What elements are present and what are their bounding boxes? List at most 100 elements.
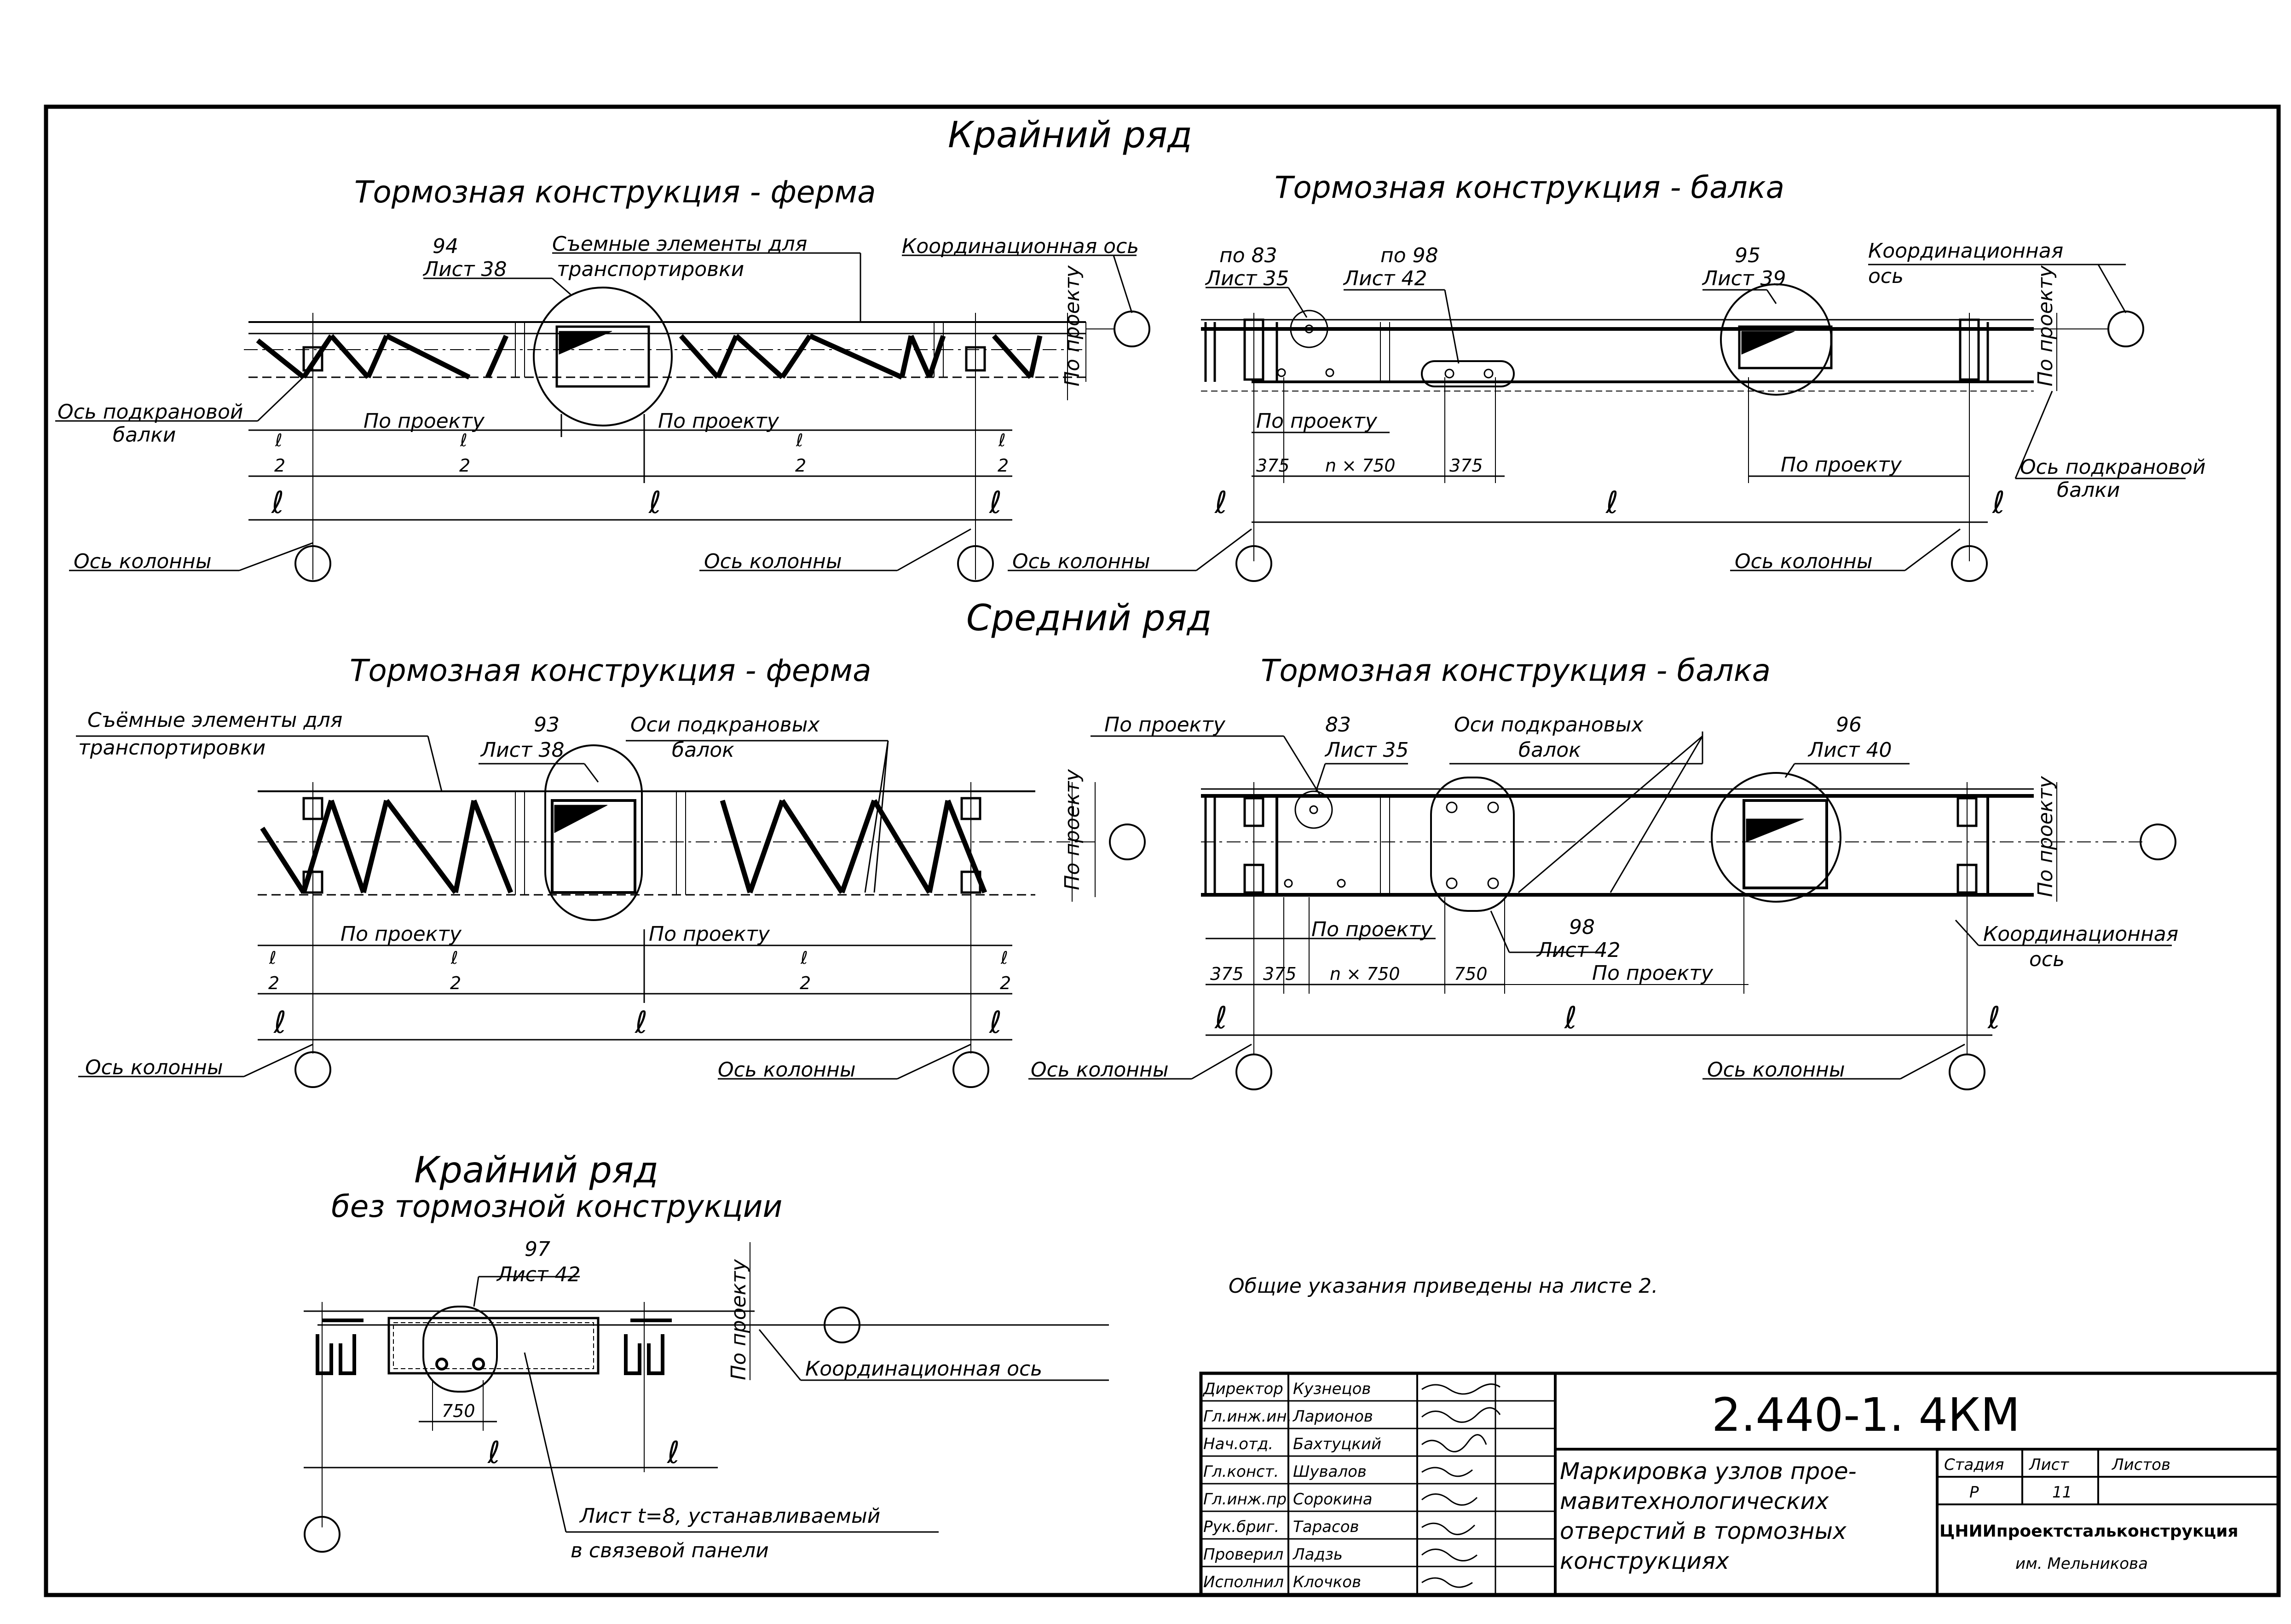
outer-beam-ref3: 95 [1735,244,1760,267]
middle-beam-crane-axes: Оси подкрановых [1454,713,1644,737]
tb-role-0: Директор [1202,1380,1283,1398]
middle-truss-crane-axes2: балок [672,738,734,762]
outer-beam-crane-axis: Ось подкрановой [2020,455,2205,479]
outer-beam-ref1-sheet: Лист 35 [1205,267,1289,290]
outer-truss-node-sheet: Лист 38 [422,258,507,281]
tb-name-3: Шувалов [1293,1463,1367,1481]
outer-beam-ref3-sheet: Лист 39 [1702,267,1786,290]
tb-name-5: Тарасов [1293,1518,1359,1536]
middle-truss-col-axis-1: Ось колонны [85,1056,223,1079]
outer-beam-col-axis-2: Ось колонны [1735,550,1873,573]
outer-beam-diagram: Тормозная конструкция - балка [1008,170,2186,582]
outer-beam-n750: n × 750 [1325,455,1396,476]
middle-beam-d375-1: 375 [1210,964,1244,984]
middle-truss-diagram: Тормозная конструкция - ферма [76,653,1146,1088]
middle-truss-half-den-2: 2 [450,973,461,993]
outer-truss-removable2: транспортировки [557,258,744,281]
middle-truss-by-project-2: По проекту [649,922,770,946]
middle-beam-by-project-vert: По проекту [2034,776,2057,897]
outer-beam-ref2: по 98 [1380,244,1438,267]
outer-truss-diagram: Тормозная конструкция - ферма [55,174,1150,582]
general-note: Общие указания приведены на листе 2. [1229,1274,1658,1298]
middle-truss-title: Тормозная конструкция - ферма [350,653,871,688]
tb-name-7: Клочков [1293,1573,1361,1591]
middle-beam-col-axis-2: Ось колонны [1707,1058,1845,1082]
middle-truss-half-l-1: ℓ [269,948,277,968]
middle-truss-node-ref: 93 [534,713,560,737]
outer-row-title: Крайний ряд [948,115,1192,156]
tb-title-3: отверстий в тормозных [1560,1518,1847,1544]
outer-truss-half-l-2: ℓ [460,430,467,450]
middle-beam-l-1: ℓ [1214,1000,1227,1036]
middle-truss-removable2: транспортировки [78,736,265,760]
outer-truss-crane-axis2: балки [113,423,176,447]
middle-beam-l-2: ℓ [1564,1000,1577,1036]
sheet-frame [44,104,2281,1597]
tb-name-1: Ларионов [1292,1407,1373,1426]
middle-beam-crane-axes2: балок [1518,738,1581,762]
tb-role-2: Нач.отд. [1203,1435,1273,1453]
outer-truss-half-den-4: 2 [998,455,1009,476]
outer-truss-l-1: ℓ [271,485,284,520]
outer-truss-half-den-1: 2 [274,455,285,476]
tb-stage-label: Стадия [1944,1456,2004,1474]
tb-doc-code: 2.440-1. 4КМ [1712,1388,2020,1442]
tb-sheets-label: Листов [2111,1456,2170,1474]
middle-beam-coord-axis2: ось [2029,948,2065,971]
middle-beam-d375-2: 375 [1263,964,1297,984]
outer-truss-coord-axis: Координационная ось [902,235,1139,258]
middle-truss-by-project-1: По проекту [340,922,462,946]
no-brake-plate-note2: в связевой панели [571,1539,769,1562]
middle-beam-diagram: Тормозная конструкция - балка [1028,653,2176,1090]
no-brake-dim750: 750 [442,1401,475,1421]
outer-beam-d375-2: 375 [1449,455,1483,476]
middle-truss-half-den-1: 2 [268,973,279,993]
outer-beam-ref1: по 83 [1219,244,1277,267]
outer-beam-title: Тормозная конструкция - балка [1275,170,1784,205]
middle-truss-half-den-4: 2 [1000,973,1011,993]
middle-beam-ref1: 83 [1325,713,1351,737]
tb-role-3: Гл.конст. [1203,1463,1279,1481]
outer-beam-col-axis-1: Ось колонны [1012,550,1150,573]
tb-stage-value: Р [1969,1483,1979,1502]
outer-truss-col-axis-1: Ось колонны [74,550,212,573]
outer-beam-by-project-vert: По проекту [2034,265,2057,386]
outer-truss-by-project-vert: По проекту [1061,265,1084,386]
middle-truss-half-l-4: ℓ [1000,948,1008,968]
outer-beam-coord-axis2: ось [1868,265,1904,288]
tb-role-6: Проверил [1203,1545,1283,1564]
middle-truss-l-3: ℓ [989,1005,1002,1040]
middle-beam-ref3-sheet: Лист 42 [1536,939,1620,962]
tb-org-2: им. Мельникова [2015,1555,2148,1573]
outer-truss-half-l-3: ℓ [796,430,803,450]
middle-truss-half-l-3: ℓ [800,948,808,968]
middle-row-title: Средний ряд [966,598,1212,639]
tb-role-1: Гл.инж.ин. [1203,1407,1292,1426]
middle-beam-ref2: 96 [1836,713,1862,737]
middle-beam-col-axis-1: Ось колонны [1031,1058,1169,1082]
outer-truss-half-den-3: 2 [795,455,806,476]
middle-beam-by-project-2: По проекту [1311,918,1433,941]
outer-beam-crane-axis2: балки [2057,478,2120,502]
middle-beam-d750: 750 [1454,964,1488,984]
middle-truss-l-1: ℓ [273,1005,286,1040]
middle-beam-by-project-3: По проекту [1592,962,1714,985]
title-block-roles: Директор Гл.инж.ин. Нач.отд. Гл.конст. Г… [1202,1380,1381,1591]
middle-beam-by-project-1: По проекту [1104,713,1226,737]
middle-truss-node-sheet: Лист 38 [480,738,564,762]
middle-beam-title: Тормозная конструкция - балка [1261,653,1771,688]
title-block [1199,1371,2280,1597]
outer-beam-d375-1: 375 [1256,455,1290,476]
tb-title-4: конструкциях [1560,1548,1729,1574]
middle-truss-col-axis-2: Ось колонны [718,1058,856,1082]
outer-truss-half-l-1: ℓ [275,430,283,450]
outer-truss-removable: Съемные элементы для [552,232,807,256]
middle-beam-l-3: ℓ [1987,1000,2000,1036]
outer-truss-title: Тормозная конструкция - ферма [354,174,876,210]
middle-beam-ref1-sheet: Лист 35 [1324,738,1408,762]
middle-truss-half-den-3: 2 [800,973,811,993]
middle-beam-n750: n × 750 [1330,964,1400,984]
tb-title-2: мавитехнологических [1560,1488,1829,1515]
tb-title-1: Маркировка узлов прое- [1560,1458,1857,1485]
